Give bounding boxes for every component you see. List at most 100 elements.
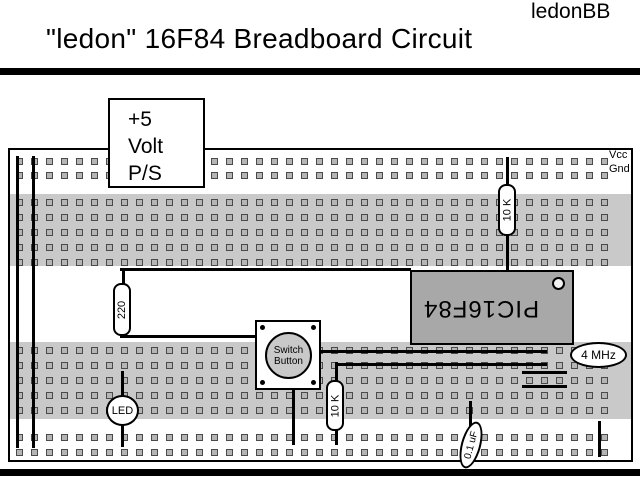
top-divider xyxy=(0,68,640,75)
power-supply-line1: +5 xyxy=(128,108,152,131)
wire xyxy=(292,388,295,445)
breadboard-hole xyxy=(16,449,23,456)
breadboard-hole xyxy=(346,377,353,384)
breadboard-hole xyxy=(556,244,563,251)
breadboard-hole xyxy=(376,229,383,236)
breadboard-hole xyxy=(541,434,548,441)
breadboard-hole xyxy=(556,158,563,165)
breadboard-hole xyxy=(91,377,98,384)
breadboard-hole xyxy=(571,377,578,384)
breadboard-hole xyxy=(571,214,578,221)
breadboard-hole xyxy=(271,244,278,251)
breadboard-hole xyxy=(166,362,173,369)
breadboard-hole xyxy=(301,449,308,456)
breadboard-hole xyxy=(136,347,143,354)
breadboard-hole xyxy=(316,449,323,456)
breadboard-hole xyxy=(46,214,53,221)
breadboard-hole xyxy=(61,259,68,266)
breadboard-hole xyxy=(541,392,548,399)
breadboard-hole xyxy=(241,347,248,354)
breadboard-hole xyxy=(511,259,518,266)
breadboard-hole xyxy=(361,434,368,441)
breadboard-hole xyxy=(226,244,233,251)
breadboard-hole xyxy=(391,259,398,266)
breadboard-hole xyxy=(181,229,188,236)
breadboard-hole xyxy=(301,392,308,399)
breadboard-hole xyxy=(241,362,248,369)
breadboard-hole xyxy=(331,259,338,266)
wire xyxy=(320,350,547,353)
breadboard-hole xyxy=(451,449,458,456)
breadboard-hole xyxy=(106,214,113,221)
breadboard-hole xyxy=(391,199,398,206)
pullup-resistor-label: 10 K xyxy=(501,198,514,222)
breadboard-hole xyxy=(466,244,473,251)
breadboard-hole xyxy=(541,214,548,221)
breadboard-hole xyxy=(511,407,518,414)
breadboard-hole xyxy=(151,244,158,251)
breadboard-hole xyxy=(76,244,83,251)
breadboard-hole xyxy=(526,244,533,251)
breadboard-hole xyxy=(406,449,413,456)
breadboard-hole xyxy=(556,172,563,179)
breadboard-hole xyxy=(466,377,473,384)
breadboard-hole xyxy=(226,392,233,399)
breadboard-hole xyxy=(406,199,413,206)
breadboard-hole xyxy=(361,259,368,266)
breadboard-hole xyxy=(91,199,98,206)
breadboard-hole xyxy=(451,172,458,179)
breadboard-hole xyxy=(241,172,248,179)
breadboard-hole xyxy=(151,407,158,414)
breadboard-hole xyxy=(421,172,428,179)
breadboard-hole xyxy=(151,392,158,399)
breadboard-hole xyxy=(196,392,203,399)
breadboard-hole xyxy=(121,449,128,456)
breadboard-hole xyxy=(46,172,53,179)
breadboard-hole xyxy=(346,259,353,266)
breadboard-hole xyxy=(46,158,53,165)
breadboard-hole xyxy=(301,244,308,251)
breadboard-hole xyxy=(481,172,488,179)
wire xyxy=(335,428,338,445)
breadboard-hole xyxy=(256,214,263,221)
breadboard-hole xyxy=(211,214,218,221)
breadboard-hole xyxy=(136,244,143,251)
breadboard-hole xyxy=(301,259,308,266)
breadboard-hole xyxy=(256,172,263,179)
breadboard-hole xyxy=(346,199,353,206)
breadboard-hole xyxy=(376,407,383,414)
breadboard-hole xyxy=(181,449,188,456)
breadboard-hole xyxy=(256,259,263,266)
breadboard-hole xyxy=(271,199,278,206)
breadboard-hole xyxy=(166,199,173,206)
breadboard-hole xyxy=(316,229,323,236)
breadboard-hole xyxy=(361,377,368,384)
breadboard-hole xyxy=(106,449,113,456)
breadboard-hole xyxy=(421,434,428,441)
breadboard-hole xyxy=(571,229,578,236)
breadboard-hole xyxy=(91,407,98,414)
breadboard-hole xyxy=(571,172,578,179)
wire xyxy=(598,421,601,457)
breadboard-hole xyxy=(511,244,518,251)
breadboard-hole xyxy=(226,449,233,456)
breadboard-hole xyxy=(466,199,473,206)
switch-label-line2: Button xyxy=(274,355,303,367)
breadboard-hole xyxy=(256,434,263,441)
breadboard-hole xyxy=(436,407,443,414)
breadboard-hole xyxy=(451,214,458,221)
breadboard-hole xyxy=(436,377,443,384)
breadboard-hole xyxy=(436,449,443,456)
breadboard-hole xyxy=(361,244,368,251)
breadboard-hole xyxy=(31,449,38,456)
breadboard-hole xyxy=(571,259,578,266)
breadboard-hole xyxy=(106,377,113,384)
breadboard-hole xyxy=(61,377,68,384)
breadboard-hole xyxy=(526,392,533,399)
breadboard-hole xyxy=(286,199,293,206)
breadboard-hole xyxy=(421,158,428,165)
breadboard-hole xyxy=(151,347,158,354)
breadboard-hole xyxy=(196,362,203,369)
breadboard-hole xyxy=(406,392,413,399)
breadboard-hole xyxy=(61,158,68,165)
